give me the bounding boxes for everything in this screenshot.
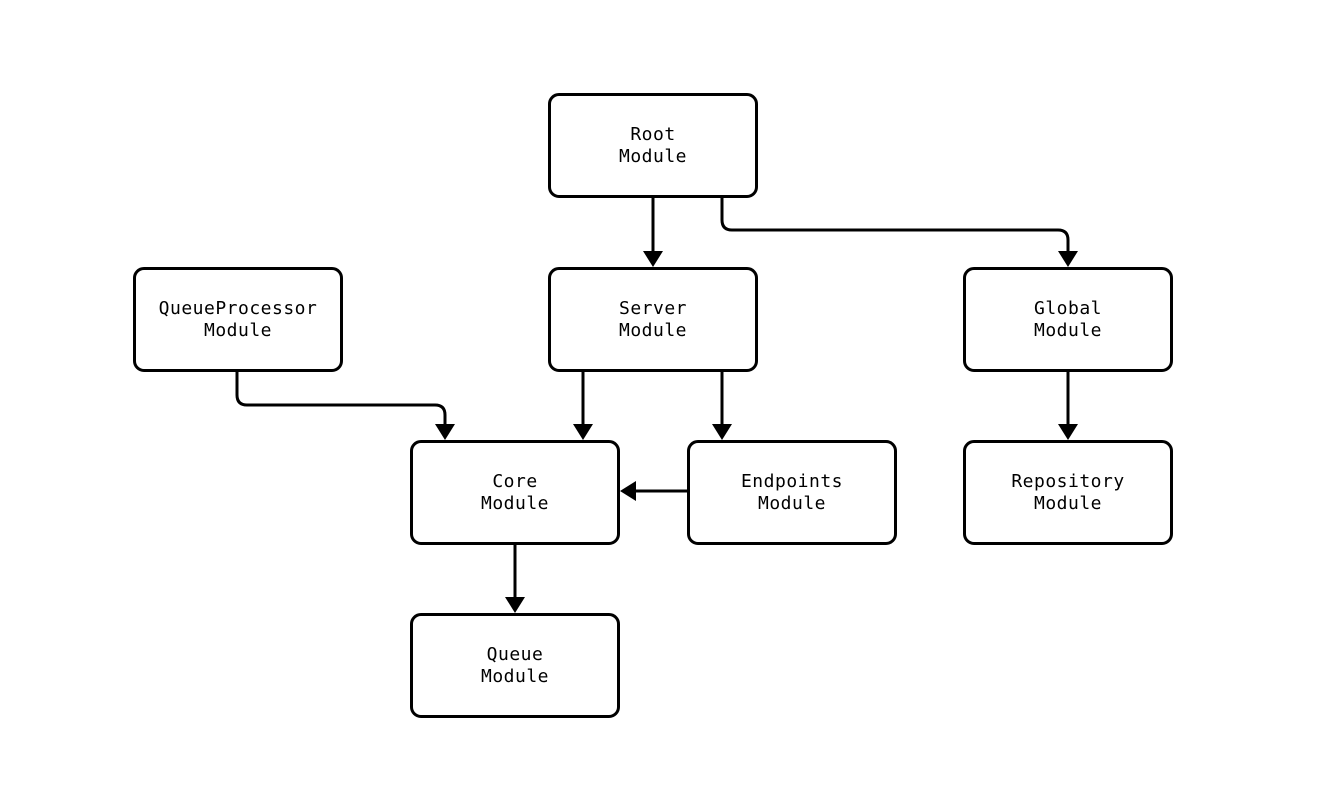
edge-root-to-server-arrowhead	[643, 251, 663, 267]
edge-endpoints-to-core-arrowhead	[620, 481, 636, 501]
server-module-label-line2: Module	[618, 319, 688, 341]
queue-module-label-line2: Module	[480, 665, 550, 687]
endpoints-module-label-line2: Module	[757, 492, 827, 514]
repository-module-label-line2: Module	[1033, 492, 1103, 514]
endpoints-module-label-line1: Endpoints	[740, 470, 844, 492]
queue-module-label-line1: Queue	[486, 643, 544, 665]
edge-server-to-core-arrowhead	[573, 424, 593, 440]
edge-queueprocessor-to-core	[235, 372, 447, 425]
edge-root-to-global-arrowhead	[1058, 251, 1078, 267]
server-module-label-line1: Server	[618, 297, 688, 319]
edge-core-to-queue-arrowhead	[505, 597, 525, 613]
edge-server-to-endpoints-arrowhead	[712, 424, 732, 440]
global-module-label-line2: Module	[1033, 319, 1103, 341]
queueprocessor-module-label-line1: QueueProcessor	[158, 297, 318, 319]
queueprocessor-module-label-line2: Module	[203, 319, 273, 341]
edge-global-to-repository-arrowhead	[1058, 424, 1078, 440]
repository-module-label-line1: Repository	[1011, 470, 1125, 492]
core-module-label-line1: Core	[492, 470, 538, 492]
root-module-label-line1: Root	[630, 123, 676, 145]
root-module-label-line2: Module	[618, 145, 688, 167]
edge-queueprocessor-to-core-arrowhead	[435, 424, 455, 440]
edge-root-to-global	[720, 198, 1070, 252]
core-module-label-line2: Module	[480, 492, 550, 514]
global-module-label-line1: Global	[1033, 297, 1103, 319]
